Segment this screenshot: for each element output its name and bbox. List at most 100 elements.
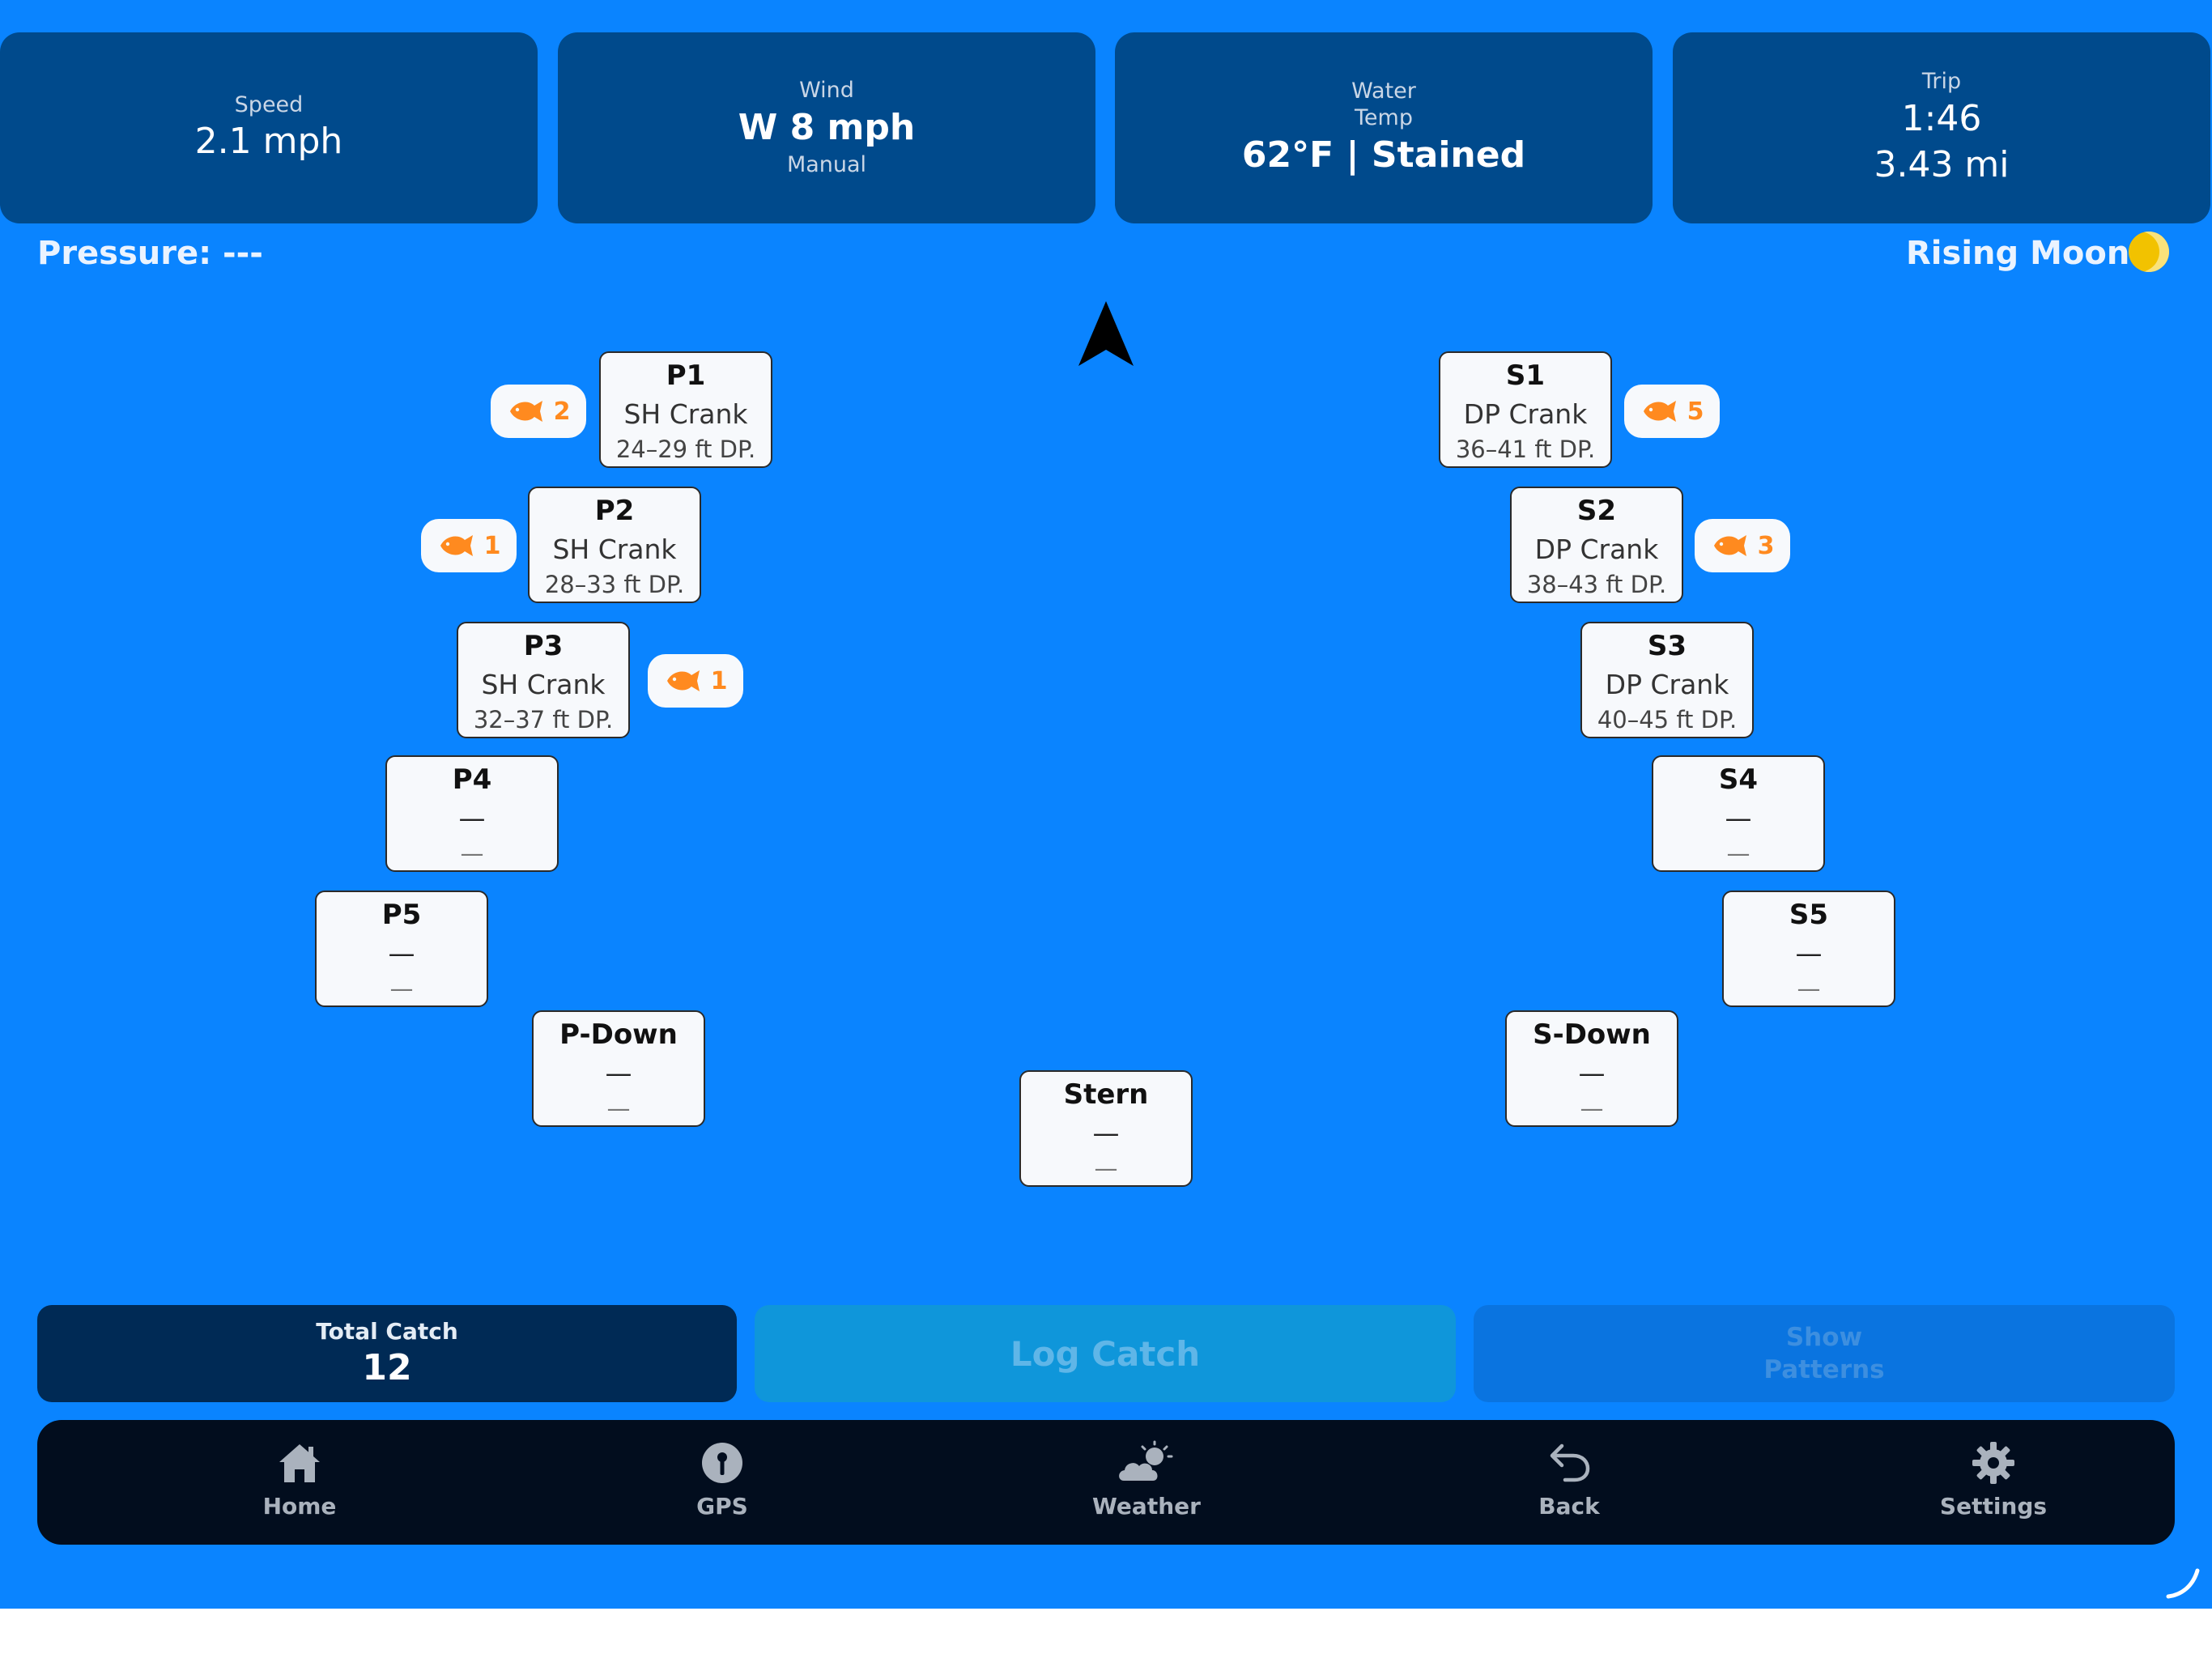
rod-p5[interactable]: P5 — —: [315, 891, 488, 1007]
speed-label: Speed: [234, 91, 304, 117]
rod-s-down[interactable]: S-Down — —: [1505, 1010, 1678, 1127]
rod-s2[interactable]: S2 DP Crank 38–43 ft DP.: [1510, 487, 1683, 603]
tab-gps-label: GPS: [696, 1493, 748, 1520]
tab-home[interactable]: Home: [211, 1439, 389, 1528]
rod-lure: —: [1725, 802, 1752, 834]
wind-source: Manual: [786, 151, 867, 177]
rod-lure: —: [458, 802, 486, 834]
rod-lure: SH Crank: [552, 534, 677, 565]
rod-name: S2: [1576, 495, 1617, 527]
catch-count: 2: [553, 397, 571, 426]
tab-home-label: Home: [262, 1493, 337, 1520]
water-card[interactable]: Water Temp 62°F | Stained: [1115, 32, 1653, 223]
rod-lure: SH Crank: [623, 398, 748, 430]
rod-depth: —: [1797, 975, 1821, 1002]
tab-settings[interactable]: Settings: [1904, 1439, 2082, 1528]
tab-weather-label: Weather: [1092, 1493, 1201, 1520]
total-catch-value: 12: [362, 1347, 412, 1388]
rod-s3[interactable]: S3 DP Crank 40–45 ft DP.: [1580, 622, 1754, 738]
rod-depth: 28–33 ft DP.: [544, 571, 685, 598]
rod-stern[interactable]: Stern — —: [1019, 1070, 1193, 1187]
rod-depth: —: [606, 1095, 631, 1122]
total-catch-label: Total Catch: [316, 1318, 458, 1345]
rod-s5[interactable]: S5 — —: [1722, 891, 1895, 1007]
rod-name: S3: [1647, 630, 1687, 662]
back-arrow-icon: [1550, 1443, 1590, 1482]
pressure-text: Pressure: ---: [37, 235, 263, 272]
fish-icon: [666, 670, 700, 691]
rod-lure: —: [1795, 937, 1823, 969]
show-patterns-button[interactable]: Show Patterns: [1474, 1305, 2175, 1402]
tab-weather[interactable]: Weather: [1057, 1439, 1236, 1528]
wind-card[interactable]: Wind W 8 mph Manual: [558, 32, 1095, 223]
rod-lure: —: [388, 937, 415, 969]
fish-icon: [1713, 535, 1746, 556]
trip-distance: 3.43 mi: [1874, 143, 2010, 185]
rod-name: P3: [523, 630, 564, 662]
partly-cloudy-icon: [1119, 1440, 1173, 1481]
rod-p2[interactable]: P2 SH Crank 28–33 ft DP.: [528, 487, 701, 603]
rod-depth: —: [1580, 1095, 1604, 1122]
rod-s1[interactable]: S1 DP Crank 36–41 ft DP.: [1439, 351, 1612, 468]
fish-icon: [1643, 401, 1676, 422]
water-label-line2: Temp: [1355, 105, 1413, 131]
rod-depth: 32–37 ft DP.: [473, 706, 614, 733]
rod-p4[interactable]: P4 — —: [385, 755, 559, 872]
wind-label: Wind: [799, 77, 854, 103]
location-pin-icon: [702, 1443, 742, 1483]
tab-bar: Home GPS Weather: [37, 1420, 2175, 1545]
rod-lure: DP Crank: [1534, 534, 1659, 565]
log-catch-button[interactable]: Log Catch: [755, 1305, 1456, 1402]
rod-depth: —: [389, 975, 414, 1002]
catch-badge-p1[interactable]: 2: [491, 385, 586, 438]
rod-p3[interactable]: P3 SH Crank 32–37 ft DP.: [457, 622, 630, 738]
resize-handle-icon[interactable]: [2163, 1562, 2202, 1601]
catch-count: 1: [483, 531, 501, 560]
home-icon: [279, 1444, 320, 1482]
catch-count: 5: [1687, 397, 1704, 426]
catch-badge-p3[interactable]: 1: [648, 654, 743, 708]
rod-depth: —: [1726, 840, 1750, 867]
rod-name: S4: [1718, 763, 1759, 796]
rod-name: S5: [1789, 899, 1829, 931]
rod-lure: —: [605, 1057, 632, 1089]
moon-phase-icon: [2129, 232, 2169, 272]
water-value: 62°F | Stained: [1241, 134, 1526, 176]
rod-name: P5: [381, 899, 422, 931]
rod-name: P1: [666, 359, 706, 392]
catch-badge-s1[interactable]: 5: [1624, 385, 1720, 438]
rod-lure: DP Crank: [1605, 669, 1729, 700]
rod-s4[interactable]: S4 — —: [1652, 755, 1825, 872]
rod-name: P4: [452, 763, 492, 796]
rod-name: S-Down: [1533, 1018, 1651, 1051]
moon-text: Rising Moon:: [1906, 235, 2143, 272]
rod-name: S1: [1505, 359, 1546, 392]
catch-count: 1: [710, 666, 728, 695]
gear-icon: [1972, 1442, 2014, 1484]
rod-depth: —: [1094, 1154, 1118, 1182]
bottom-margin: [0, 1609, 2212, 1658]
tab-settings-label: Settings: [1939, 1493, 2048, 1520]
trip-time: 1:46: [1901, 97, 1982, 139]
tab-gps[interactable]: GPS: [633, 1439, 811, 1528]
rod-p-down[interactable]: P-Down — —: [532, 1010, 705, 1127]
tab-back[interactable]: Back: [1480, 1439, 1658, 1528]
water-label-line1: Water: [1351, 78, 1416, 104]
show-patterns-line1: Show: [1785, 1322, 1863, 1352]
total-catch-card: Total Catch 12: [37, 1305, 737, 1402]
trip-label: Trip: [1921, 68, 1962, 94]
rod-p1[interactable]: P1 SH Crank 24–29 ft DP.: [599, 351, 772, 468]
trip-card: Trip 1:46 3.43 mi: [1673, 32, 2210, 223]
catch-count: 3: [1757, 531, 1775, 560]
rod-depth: —: [460, 840, 484, 867]
heading-arrow-icon: [1078, 301, 1134, 366]
rod-lure: DP Crank: [1463, 398, 1588, 430]
rod-lure: —: [1092, 1117, 1120, 1149]
rod-depth: 40–45 ft DP.: [1597, 706, 1738, 733]
rod-depth: 36–41 ft DP.: [1455, 436, 1596, 463]
wind-value: W 8 mph: [738, 106, 916, 148]
rod-name: P-Down: [559, 1018, 678, 1051]
tab-back-label: Back: [1538, 1493, 1600, 1520]
catch-badge-s2[interactable]: 3: [1695, 519, 1790, 572]
catch-badge-p2[interactable]: 1: [421, 519, 517, 572]
